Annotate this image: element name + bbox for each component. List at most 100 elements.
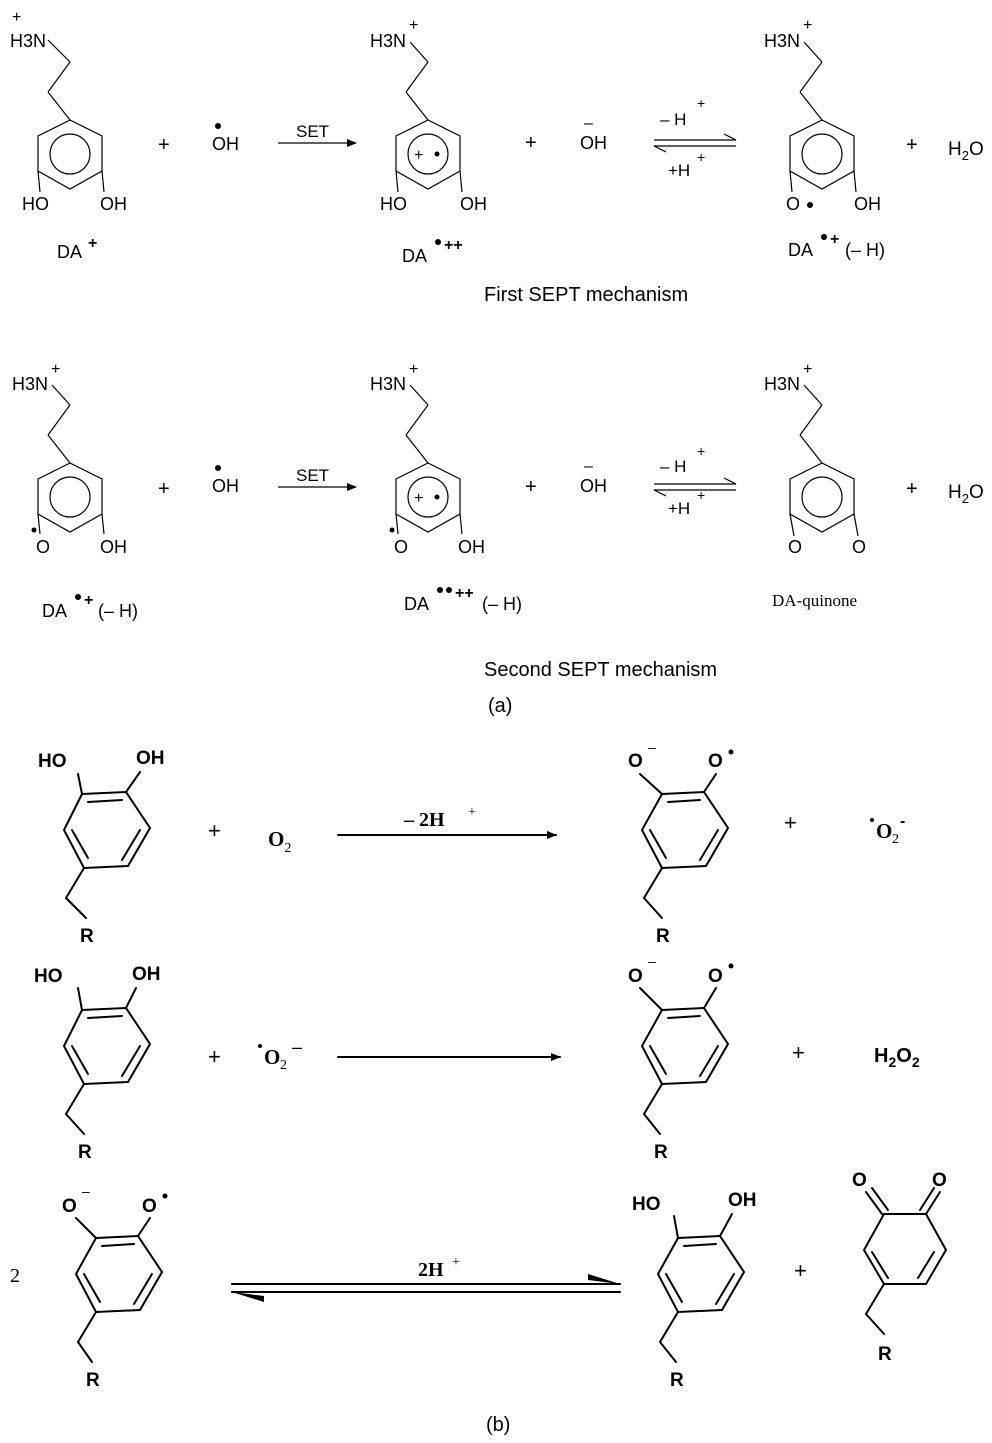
hydroxyl-radical: OH: [212, 123, 239, 154]
arrow-label: – 2H: [403, 809, 445, 831]
radical-dot: [162, 1193, 168, 1199]
ring-circle: [801, 476, 843, 518]
caption-da: DA: [42, 601, 67, 621]
charge-plus: +: [409, 17, 418, 34]
semiquinone-anion-structure: O – O R: [62, 1183, 168, 1391]
oxygen-label: O2: [268, 827, 291, 856]
benzene-ring: [62, 1006, 152, 1086]
aromatic-circle: [801, 133, 843, 175]
ho-label: HO: [38, 751, 67, 772]
second-sept-title: Second SEPT mechanism: [484, 659, 717, 681]
double-bond: [667, 1015, 701, 1019]
minus-sup: –: [82, 1183, 90, 1199]
eq-label-sup: +: [452, 1255, 460, 1270]
co-double-bond: [925, 1191, 941, 1215]
chain-bond: [803, 41, 823, 63]
o-radical-dot: [389, 527, 395, 533]
o-label: O: [786, 194, 800, 214]
plus-sign: +: [158, 478, 170, 500]
oh-label: OH: [132, 964, 161, 985]
double-bond: [665, 1273, 683, 1303]
plus-sign: +: [906, 134, 918, 156]
plus-sign: +: [906, 478, 918, 500]
da-semiquinone-structure: H3N + O OH DA + (– H): [12, 361, 138, 621]
r-bond: [65, 897, 87, 919]
equilibrium-arrows: – H + +H +: [653, 443, 737, 518]
ho-bond: [77, 987, 83, 1011]
chain-bond: [409, 384, 429, 406]
r-label: R: [654, 1142, 668, 1163]
o-radical-dot: [31, 527, 37, 533]
aromatic-circle: [407, 476, 449, 518]
quinone-ring: [862, 1213, 948, 1285]
caption-da: DA: [404, 594, 429, 614]
eq-forward-head: [723, 477, 737, 485]
equilibrium-arrows: – H + +H +: [653, 95, 737, 180]
water-label: H2O: [948, 139, 984, 163]
double-bond: [133, 1273, 153, 1305]
amine-label: H3N: [10, 31, 46, 51]
benzene-ring: [37, 462, 103, 533]
r-label: R: [86, 1370, 100, 1391]
caption-suffix: (– H): [98, 601, 138, 621]
oh-label: OH: [728, 1190, 757, 1211]
double-bond: [683, 1243, 717, 1247]
superoxide-label: O 2 –: [258, 1037, 302, 1073]
amine-label: H3N: [764, 374, 800, 394]
chain-bond: [47, 39, 71, 63]
chain-bond: [51, 384, 71, 406]
plus-sign: +: [794, 1258, 807, 1283]
da-radical-dication-structure: H3N + + HO OH DA ++: [370, 17, 487, 266]
double-bond: [101, 1243, 135, 1247]
o-bond: [703, 987, 717, 1009]
superoxide-minus: -: [900, 813, 905, 830]
plus-sign: +: [208, 1044, 221, 1069]
benzene-ring: [395, 119, 461, 190]
double-bond: [87, 799, 123, 803]
oh-label: OH: [100, 194, 127, 214]
ho-label: HO: [380, 194, 407, 214]
panel-b: HO OH R + O2 – 2H + O – O: [10, 739, 948, 1436]
eq-top-label: – H: [660, 457, 686, 476]
caption-charge: ++: [444, 237, 463, 254]
r-label: R: [878, 1344, 892, 1365]
co-bond: [789, 513, 795, 537]
da-semiquinone-caption: DA: [788, 240, 813, 260]
chain-bond: [47, 404, 71, 436]
radical-dot: [215, 465, 221, 471]
stoichiometric-coefficient: 2: [10, 1265, 20, 1287]
eq-bottom-sup: +: [697, 487, 705, 503]
semiquinone-anion-structure: O – O R: [628, 739, 734, 947]
panel-label-b: (b): [486, 1414, 510, 1436]
r-label: R: [80, 926, 94, 947]
eq-top-sup: +: [697, 95, 705, 111]
ho-label: HO: [34, 966, 63, 987]
double-bond: [871, 1251, 889, 1279]
benzene-ring: [62, 790, 152, 870]
minus-sign: –: [584, 115, 593, 132]
o-bond: [639, 773, 663, 795]
chain-bond: [803, 384, 823, 406]
caption-plus: +: [84, 592, 93, 609]
ch2-bond: [65, 867, 85, 899]
aromatic-circle: [407, 133, 449, 175]
oh-radical-label: OH: [212, 476, 239, 496]
catechol-structure: HO OH R: [632, 1190, 757, 1391]
hydrogen-peroxide-label: H2O2: [874, 1045, 920, 1070]
chain-bond: [799, 434, 823, 464]
ho-label: HO: [632, 1194, 661, 1215]
r-bond: [643, 1113, 661, 1135]
o-bond: [639, 987, 663, 1011]
o-radical-label: O: [142, 1196, 157, 1217]
caption-plus: +: [88, 235, 97, 252]
o-label: O: [932, 1170, 947, 1191]
caption-suffix: (– H): [482, 594, 522, 614]
ho-bond: [395, 170, 399, 193]
minus-sup: –: [648, 953, 656, 969]
eq-backward-head: [232, 1292, 264, 1302]
double-bond: [83, 1273, 101, 1303]
caption-radical-dot: [435, 239, 441, 245]
second-sept-row: H3N + O OH DA + (– H) + OH SET: [12, 361, 984, 717]
